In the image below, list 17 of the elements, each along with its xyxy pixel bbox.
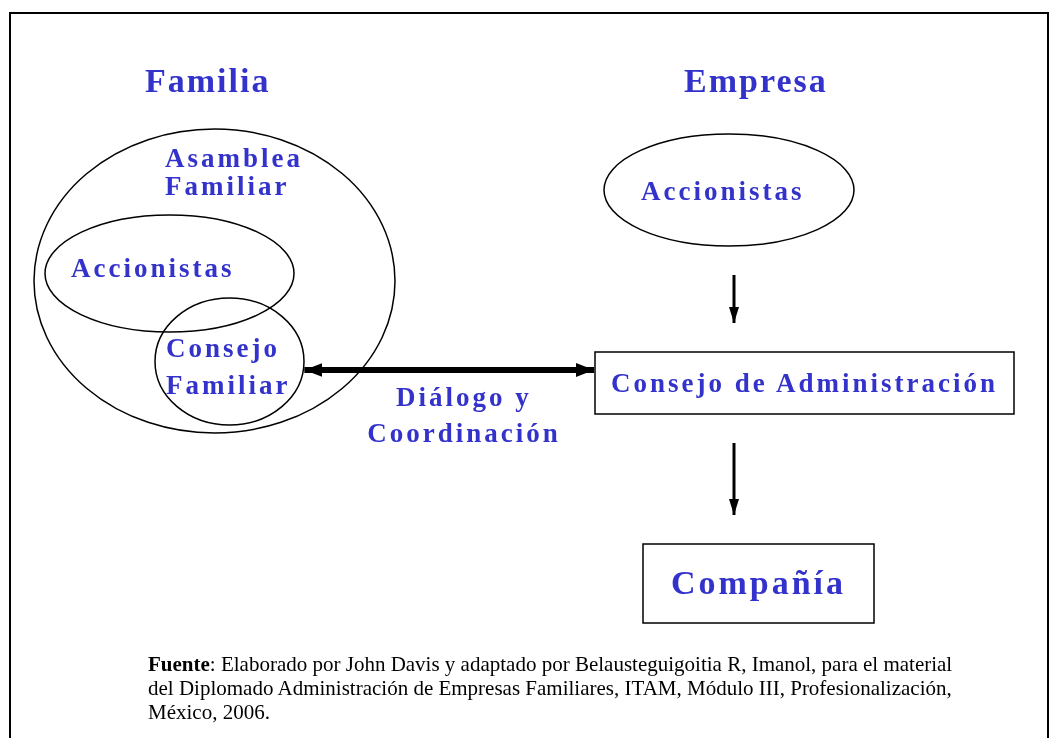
rectangle-node (594, 351, 1015, 415)
column-heading: Familia (145, 62, 272, 100)
node-label: Asamblea Familiar (165, 144, 304, 200)
node-label: Compañía (669, 563, 848, 603)
ellipse-node (154, 297, 305, 426)
column-heading: Empresa (684, 62, 829, 100)
node-label: Consejo Familiar (166, 332, 292, 402)
node-label: Accionistas (71, 252, 236, 284)
arrow (729, 274, 739, 323)
arrow (729, 443, 739, 515)
rectangle-node (642, 543, 875, 624)
node-label: Consejo de Administración (610, 367, 999, 399)
arrow (304, 363, 594, 377)
source-note: Fuente: Elaborado por John Davis y adaptado por Belausteguigoitia R, Imanol, para el material del Diplomado Administración de Empresas Familiares, ITAM, Módulo III, Profesionalización, México, 2006. (148, 652, 954, 724)
ellipse-node (44, 214, 295, 333)
node-label: Accionistas (641, 175, 806, 207)
ellipse-node (603, 133, 855, 247)
